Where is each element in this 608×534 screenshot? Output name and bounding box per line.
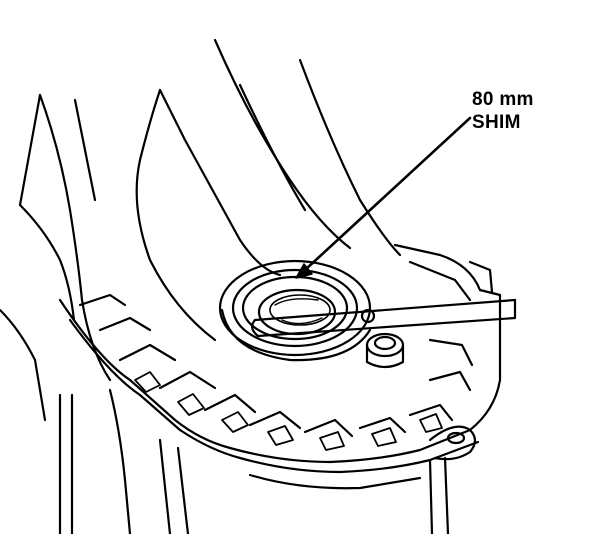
callout-line-size: 80 mm <box>472 89 534 110</box>
callout-leader-arrow <box>295 116 472 279</box>
rib-pockets <box>134 371 443 451</box>
mounting-ear <box>428 425 477 461</box>
shim <box>269 294 331 326</box>
callout-line-part: SHIM <box>472 112 521 133</box>
bolt-boss <box>365 332 405 369</box>
lower-body <box>0 308 450 534</box>
case-flange <box>58 243 502 474</box>
bearing-bore <box>218 259 372 362</box>
pry-tool <box>251 298 517 338</box>
housing-rib <box>135 38 402 342</box>
shim-callout-label: 80 mm SHIM <box>472 88 534 134</box>
housing-left-contour <box>18 93 112 382</box>
